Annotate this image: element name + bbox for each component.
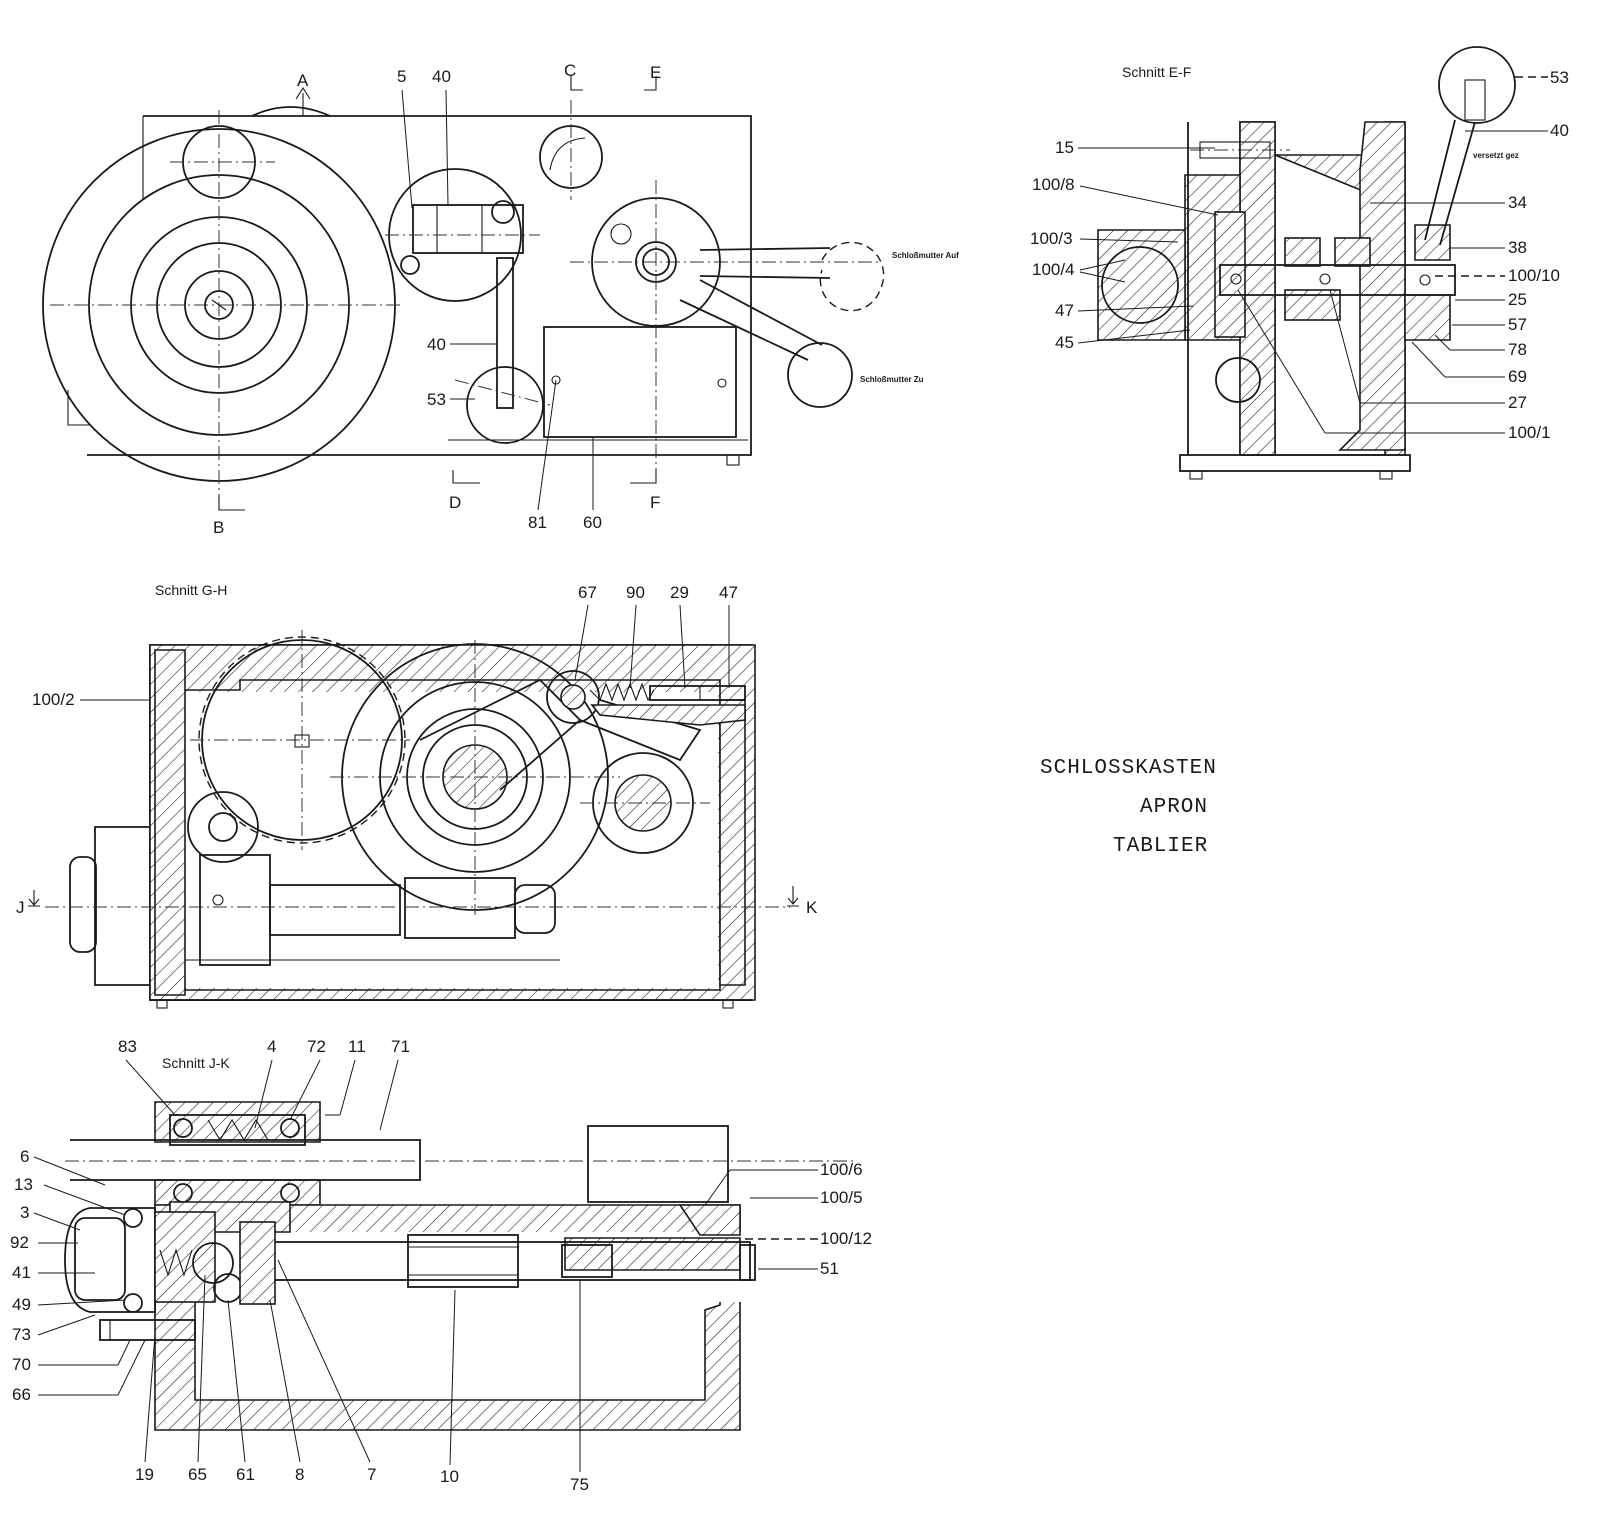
view-section-gh: Schnitt G-H bbox=[16, 582, 818, 1009]
label-4: 4 bbox=[267, 1037, 276, 1056]
label-90: 90 bbox=[626, 583, 645, 602]
label-13: 13 bbox=[14, 1175, 33, 1194]
half-nut-lever bbox=[570, 180, 885, 470]
label-100-6: 100/6 bbox=[820, 1160, 863, 1179]
label-67: 67 bbox=[578, 583, 597, 602]
label-34: 34 bbox=[1508, 193, 1527, 212]
labels-jk-right: 100/6 100/5 100/12 51 bbox=[704, 1160, 872, 1278]
label-47: 47 bbox=[1055, 301, 1074, 320]
label-53-ef: 53 bbox=[1550, 68, 1569, 87]
section-ef-title: Schnitt E-F bbox=[1122, 64, 1191, 80]
label-100-10: 100/10 bbox=[1508, 266, 1560, 285]
label-100-8: 100/8 bbox=[1032, 175, 1075, 194]
handwheel-outline bbox=[42, 110, 400, 500]
label-100-2: 100/2 bbox=[32, 690, 75, 709]
label-92: 92 bbox=[10, 1233, 29, 1252]
label-15: 15 bbox=[1055, 138, 1074, 157]
marker-e: E bbox=[650, 63, 661, 82]
title-line-en: APRON bbox=[1140, 796, 1208, 819]
label-69: 69 bbox=[1508, 367, 1527, 386]
label-100-5: 100/5 bbox=[820, 1188, 863, 1207]
label-61: 61 bbox=[236, 1465, 255, 1484]
labels-jk-top: 83 4 72 11 71 bbox=[118, 1037, 410, 1131]
label-5: 5 bbox=[397, 67, 406, 86]
ef-lever bbox=[1424, 46, 1516, 246]
label-60: 60 bbox=[583, 513, 602, 532]
labels-jk-bottom: 19 65 61 8 7 10 75 bbox=[135, 1259, 589, 1494]
label-27: 27 bbox=[1508, 393, 1527, 412]
label-65: 65 bbox=[188, 1465, 207, 1484]
label-45: 45 bbox=[1055, 333, 1074, 352]
section-jk-title: Schnitt J-K bbox=[162, 1055, 230, 1071]
label-7: 7 bbox=[367, 1465, 376, 1484]
view-section-ef: Schnitt E-F 15 bbox=[1030, 46, 1569, 480]
title-block: SCHLOSSKASTEN APRON TABLIER bbox=[1040, 757, 1217, 858]
marker-a: A bbox=[297, 71, 309, 90]
labels-front: 5 40 40 53 81 60 Schloßmutter Auf Schloß… bbox=[397, 67, 959, 532]
label-25: 25 bbox=[1508, 290, 1527, 309]
label-49: 49 bbox=[12, 1295, 31, 1314]
section-gh-title: Schnitt G-H bbox=[155, 582, 227, 598]
label-73: 73 bbox=[12, 1325, 31, 1344]
marker-k: K bbox=[806, 898, 818, 917]
label-nut-closed: Schloßmutter Zu bbox=[860, 375, 924, 384]
marker-j: J bbox=[16, 898, 25, 917]
label-10: 10 bbox=[440, 1467, 459, 1486]
label-29: 29 bbox=[670, 583, 689, 602]
labels-ef-left: 15 100/8 100/3 100/4 47 45 bbox=[1030, 138, 1219, 352]
label-3: 3 bbox=[20, 1203, 29, 1222]
view-section-jk: Schnitt J-K bbox=[10, 1037, 872, 1494]
label-100-3: 100/3 bbox=[1030, 229, 1073, 248]
section-markers-front: A B C D E F bbox=[213, 61, 661, 537]
label-71: 71 bbox=[391, 1037, 410, 1056]
marker-d: D bbox=[449, 493, 461, 512]
lever-assembly bbox=[385, 168, 551, 444]
label-40-mid: 40 bbox=[427, 335, 446, 354]
label-51: 51 bbox=[820, 1259, 839, 1278]
label-83: 83 bbox=[118, 1037, 137, 1056]
marker-b: B bbox=[213, 518, 224, 537]
view-front: A B C D E F 5 40 40 53 81 60 Schloßmutte… bbox=[42, 61, 959, 537]
label-note: versetzt gez bbox=[1473, 151, 1519, 160]
label-66: 66 bbox=[12, 1385, 31, 1404]
label-81: 81 bbox=[528, 513, 547, 532]
label-40-ef: 40 bbox=[1550, 121, 1569, 140]
marker-f: F bbox=[650, 493, 660, 512]
label-100-1: 100/1 bbox=[1508, 423, 1551, 442]
labels-jk-left: 6 13 3 92 41 49 73 70 66 bbox=[10, 1147, 146, 1404]
label-78: 78 bbox=[1508, 340, 1527, 359]
label-6: 6 bbox=[20, 1147, 29, 1166]
label-40-top: 40 bbox=[432, 67, 451, 86]
label-100-12: 100/12 bbox=[820, 1229, 872, 1248]
label-41: 41 bbox=[12, 1263, 31, 1282]
label-53: 53 bbox=[427, 390, 446, 409]
title-line-fr: TABLIER bbox=[1113, 835, 1208, 858]
labels-ef-right: 53 40 versetzt gez 34 38 100/10 25 57 78… bbox=[1237, 68, 1569, 442]
label-75: 75 bbox=[570, 1475, 589, 1494]
label-72: 72 bbox=[307, 1037, 326, 1056]
label-19: 19 bbox=[135, 1465, 154, 1484]
label-38: 38 bbox=[1508, 238, 1527, 257]
marker-c: C bbox=[564, 61, 576, 80]
label-47-gh: 47 bbox=[719, 583, 738, 602]
label-100-4: 100/4 bbox=[1032, 260, 1075, 279]
label-nut-open: Schloßmutter Auf bbox=[892, 251, 959, 260]
title-line-de: SCHLOSSKASTEN bbox=[1040, 757, 1217, 780]
label-8: 8 bbox=[295, 1465, 304, 1484]
label-57: 57 bbox=[1508, 315, 1527, 334]
label-11: 11 bbox=[348, 1037, 366, 1056]
label-70: 70 bbox=[12, 1355, 31, 1374]
